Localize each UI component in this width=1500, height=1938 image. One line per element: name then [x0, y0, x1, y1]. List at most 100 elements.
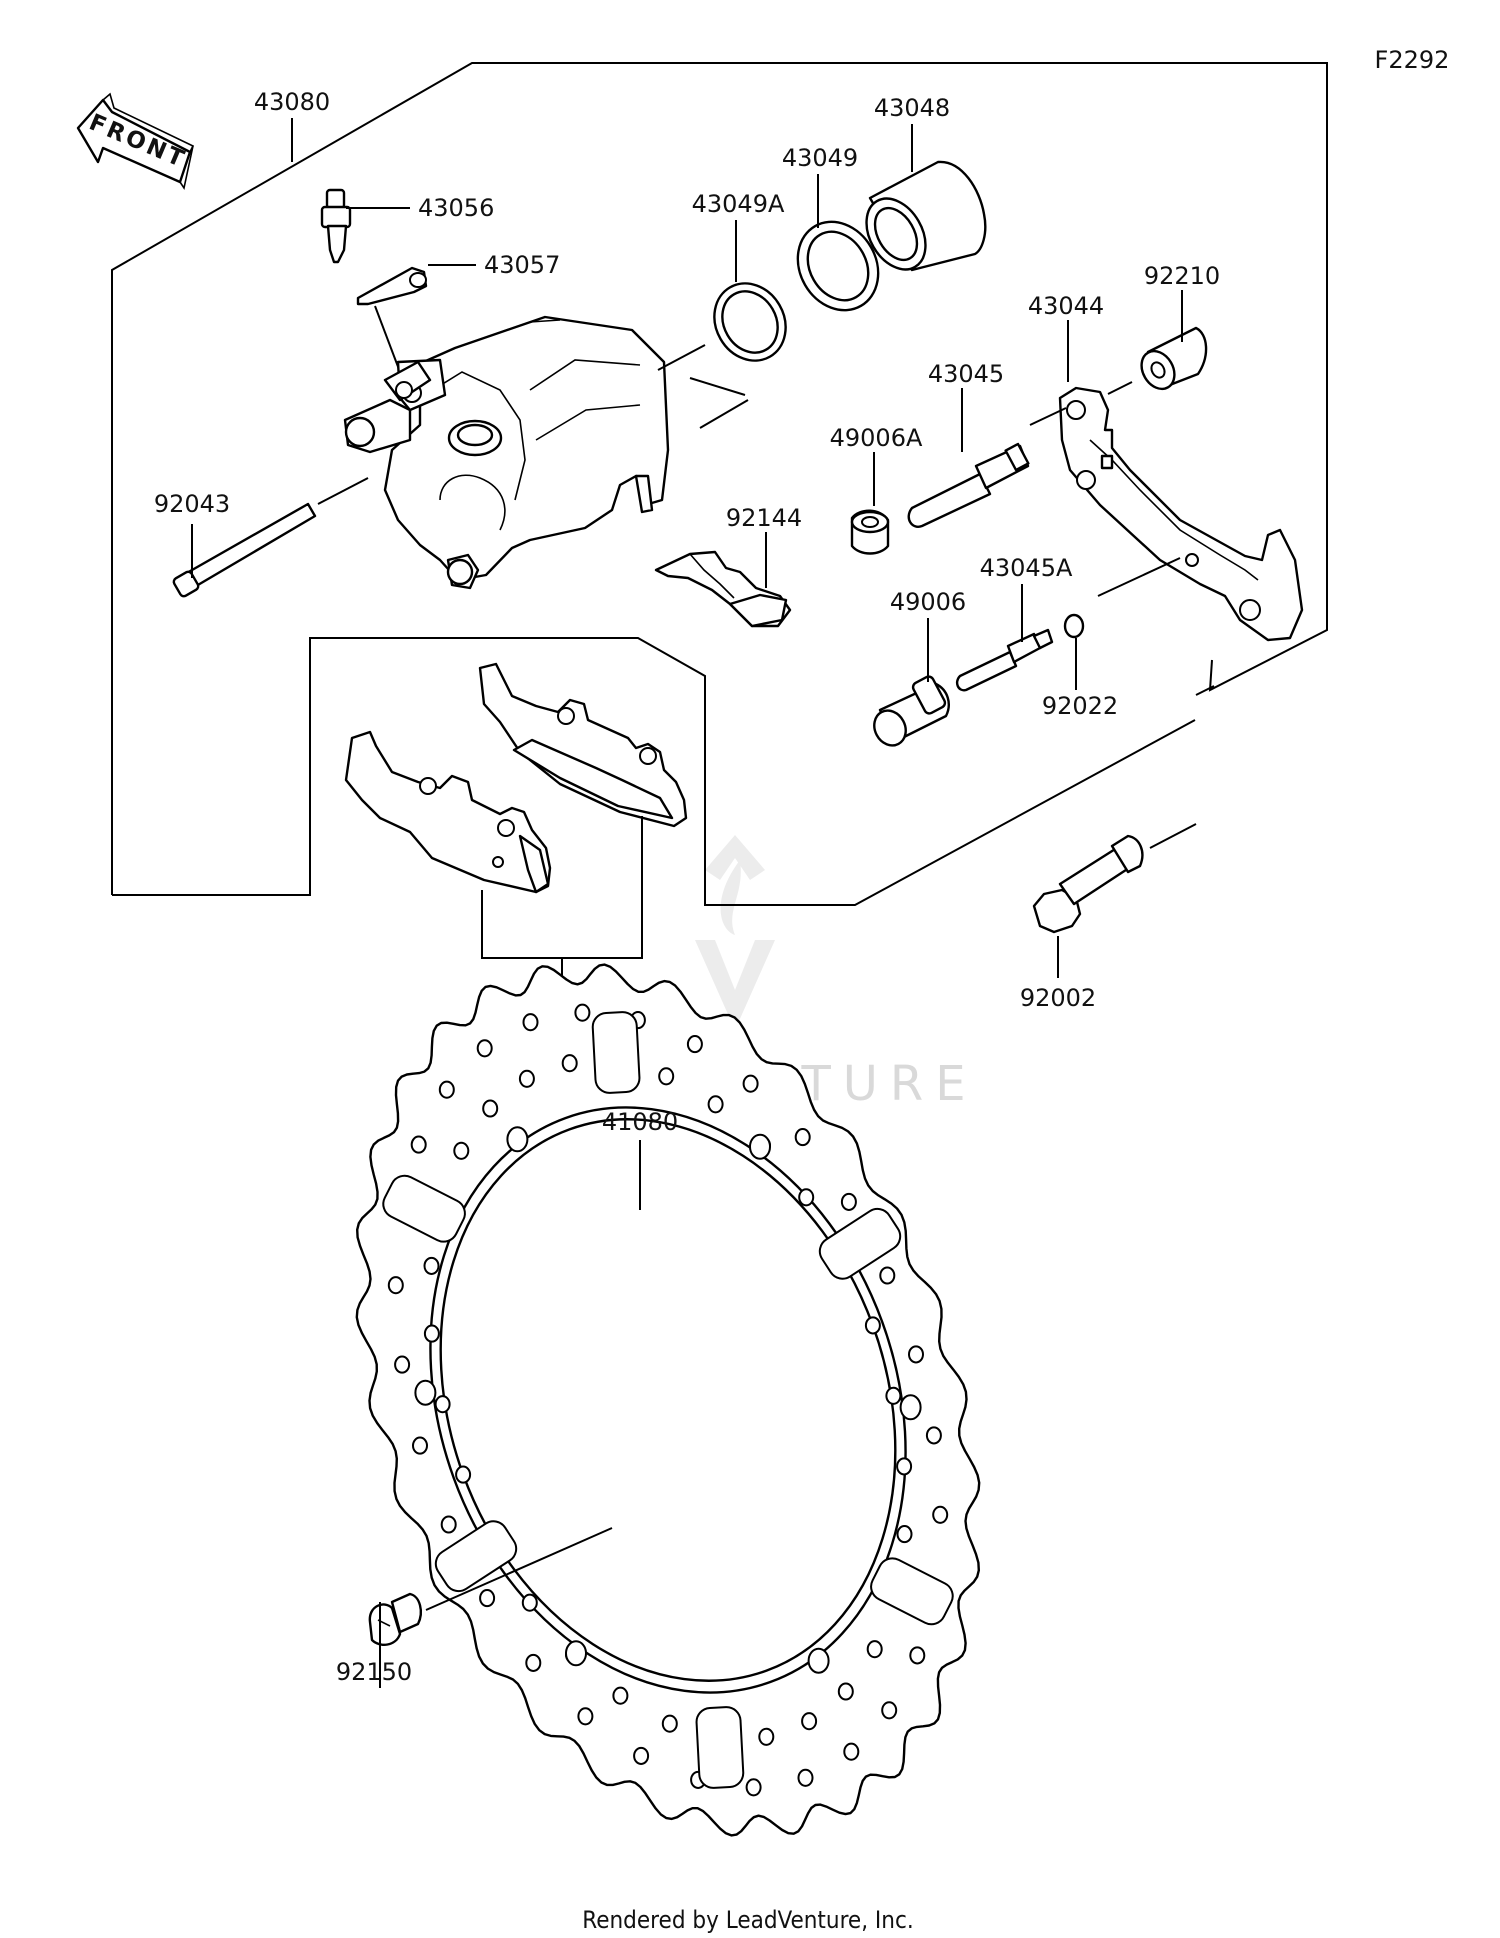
label-92043: 92043 — [154, 490, 230, 518]
disc-drill-hole — [879, 1266, 896, 1285]
disc-slot — [434, 1520, 518, 1593]
label-49006: 49006 — [890, 588, 966, 616]
label-43044: 43044 — [1028, 292, 1104, 320]
slide-pin-part — [907, 442, 1030, 528]
label-43057: 43057 — [484, 251, 560, 279]
label-92022: 92022 — [1042, 692, 1118, 720]
disc-drill-hole — [745, 1778, 762, 1797]
front-arrow-icon — [76, 92, 195, 191]
label-43049A: 43049A — [692, 190, 785, 218]
piston-seal-part — [796, 220, 880, 312]
disc-slot — [382, 1174, 466, 1243]
disc-drill-hole — [797, 1768, 814, 1787]
label-92150: 92150 — [336, 1658, 412, 1686]
disc-drill-hole — [423, 1256, 440, 1275]
disc-drill-hole — [574, 1003, 591, 1022]
disc-drill-hole — [453, 1141, 470, 1160]
disc-drill-hole — [932, 1505, 949, 1524]
disc-drill-hole — [707, 1095, 724, 1114]
footer-credit: Rendered by LeadVenture, Inc. — [582, 1906, 913, 1934]
bleeder-cap-part — [356, 266, 428, 306]
label-43056: 43056 — [418, 194, 494, 222]
disc-drill-hole — [612, 1686, 629, 1705]
disc-slot — [695, 1706, 745, 1789]
label-49006A: 49006A — [830, 424, 923, 452]
slide-pin-b-part — [955, 628, 1054, 692]
label-43049: 43049 — [782, 144, 858, 172]
dust-seal-part — [713, 282, 787, 362]
disc-drill-hole — [758, 1727, 775, 1746]
disc-drill-hole — [661, 1714, 678, 1733]
disc-drill-hole — [896, 1457, 913, 1476]
brake-disc-part — [355, 963, 981, 1837]
brake-caliper-body — [343, 315, 670, 590]
piston-part — [865, 160, 987, 272]
disc-drill-hole — [577, 1707, 594, 1726]
disc-drill-hole — [837, 1682, 854, 1701]
disc-drill-hole — [387, 1276, 404, 1295]
disc-drill-hole — [522, 1013, 539, 1032]
disc-slot — [818, 1207, 902, 1280]
disc-drill-hole — [909, 1646, 926, 1665]
disc-drill-hole — [925, 1426, 942, 1445]
disc-drill-hole — [798, 1188, 815, 1207]
disc-drill-hole — [434, 1395, 451, 1414]
disc-drill-hole — [476, 1039, 493, 1058]
label-43045: 43045 — [928, 360, 1004, 388]
label-92210: 92210 — [1144, 262, 1220, 290]
label-92144: 92144 — [726, 504, 802, 532]
label-43080: 43080 — [254, 88, 330, 116]
disc-drill-hole — [561, 1054, 578, 1073]
label-41080: 41080 — [602, 1108, 678, 1136]
caliper-bolt-part — [1032, 834, 1144, 934]
disc-drill-hole — [866, 1640, 883, 1659]
disc-drill-hole — [412, 1436, 428, 1455]
disc-mount-hole — [414, 1379, 437, 1406]
label-92002: 92002 — [1020, 984, 1096, 1012]
disc-drill-hole — [423, 1324, 440, 1343]
leadventure-watermark-logo — [695, 835, 775, 1030]
disc-drill-hole — [394, 1355, 411, 1374]
disc-drill-hole — [908, 1345, 924, 1364]
caliper-assembly-boundary — [111, 62, 1328, 895]
disc-slot — [591, 1011, 641, 1094]
disc-bolt-part — [368, 1592, 422, 1646]
disc-mount-hole — [506, 1126, 529, 1153]
bracket-collar-part — [1140, 326, 1208, 391]
disc-mount-hole — [749, 1133, 771, 1160]
slide-pin-boot-part — [850, 509, 890, 555]
disc-drill-hole — [794, 1128, 811, 1147]
disc-drill-hole — [658, 1067, 675, 1086]
brake-pad-front — [344, 730, 552, 894]
disc-drill-hole — [410, 1135, 427, 1154]
disc-drill-hole — [686, 1035, 703, 1054]
bleeder-valve-part — [320, 188, 352, 264]
disc-mount-hole — [899, 1394, 922, 1421]
disc-mount-hole — [807, 1647, 830, 1674]
disc-drill-hole — [525, 1653, 542, 1672]
disc-drill-hole — [864, 1316, 881, 1335]
disc-drill-hole — [801, 1712, 818, 1731]
disc-drill-hole — [840, 1192, 857, 1211]
disc-drill-hole — [742, 1074, 759, 1093]
disc-drill-hole — [482, 1099, 499, 1118]
disc-mount-hole — [565, 1640, 587, 1667]
disc-drill-hole — [455, 1465, 472, 1484]
disc-drill-hole — [843, 1742, 860, 1761]
disc-drill-hole — [633, 1746, 650, 1765]
disc-drill-hole — [521, 1593, 538, 1612]
disc-drill-hole — [518, 1069, 535, 1088]
brake-pad-rear — [478, 662, 688, 828]
pad-spring-part — [654, 550, 792, 628]
disc-drill-hole — [440, 1515, 457, 1534]
circlip-part — [1063, 613, 1085, 639]
pad-pin-part — [172, 502, 317, 598]
disc-drill-hole — [881, 1701, 898, 1720]
label-43048: 43048 — [874, 94, 950, 122]
caliper-holder-bracket — [1058, 386, 1304, 642]
disc-slot — [870, 1557, 954, 1626]
disc-drill-hole — [479, 1589, 496, 1608]
figure-code: F2292 — [1375, 46, 1450, 74]
disc-drill-hole — [885, 1386, 902, 1405]
